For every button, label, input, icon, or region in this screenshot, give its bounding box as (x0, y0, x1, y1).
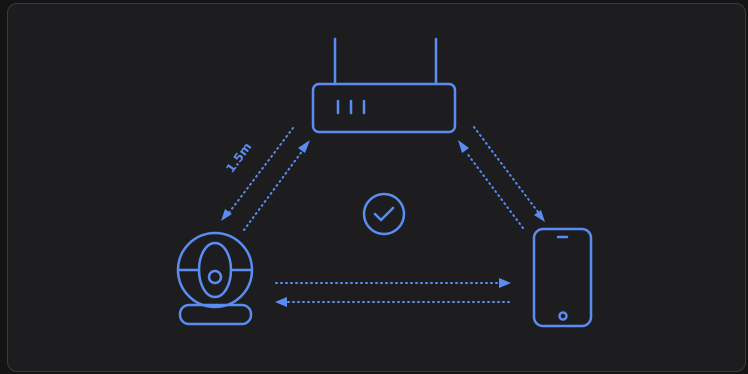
phone-icon (532, 227, 593, 328)
arrow-head-icon (275, 297, 287, 307)
router-icon (311, 37, 457, 134)
router-phone-link (465, 126, 539, 229)
arrow-head-icon (499, 278, 511, 288)
arrow-head-icon (534, 210, 545, 222)
check-circle-icon (362, 192, 406, 236)
arrow-head-icon (221, 209, 232, 221)
camera-router-link (227, 127, 304, 231)
camera-phone-link (275, 282, 511, 303)
arrow-head-icon (458, 140, 469, 153)
camera-icon (176, 231, 254, 326)
arrow-head-icon (298, 140, 310, 153)
setup-diagram-panel (7, 3, 746, 372)
distance-label: 1.5m (223, 140, 254, 176)
